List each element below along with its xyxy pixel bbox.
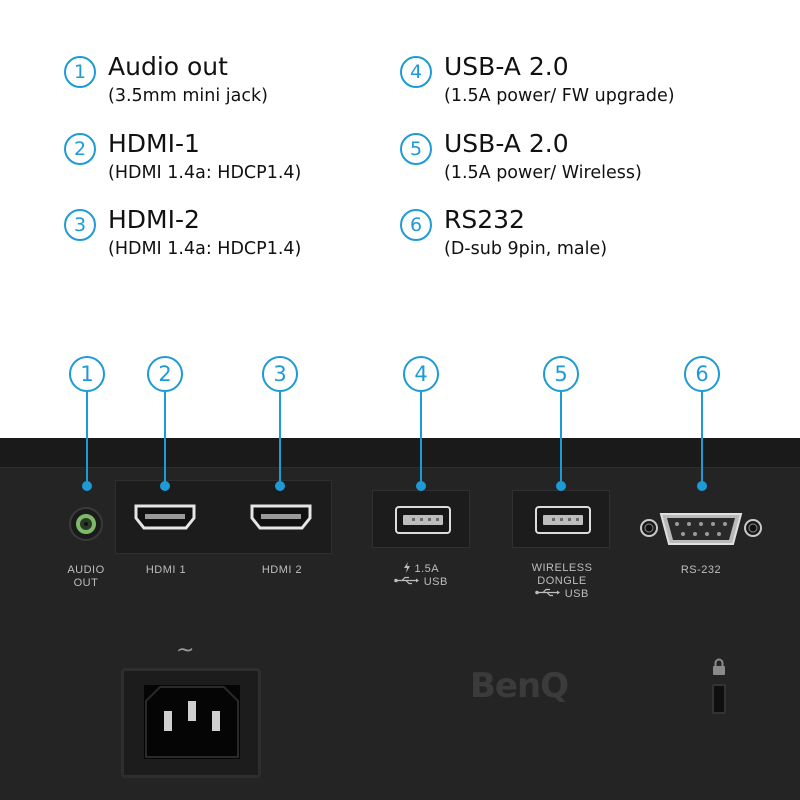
- callout-dot-6: [697, 481, 707, 491]
- usb2-label-line2: DONGLE: [537, 575, 587, 587]
- callout-5: 5: [543, 356, 579, 392]
- number-badge: 5: [400, 133, 432, 165]
- power-inlet-icon: [144, 685, 240, 759]
- number-badge: 1: [64, 56, 96, 88]
- usb2-label: WIRELESS DONGLE USB: [522, 562, 602, 601]
- usb1-current: 1.5A: [414, 563, 440, 575]
- audio-jack-ring: [76, 514, 96, 534]
- hdmi1-label: HDMI 1: [145, 564, 187, 576]
- hdmi-recess: [115, 480, 332, 554]
- usb-a-port: [535, 506, 591, 534]
- audio-label-line1: AUDIO: [67, 564, 105, 576]
- number-badge: 2: [64, 133, 96, 165]
- legend-title: USB-A 2.0: [444, 129, 569, 158]
- callout-dot-2: [160, 481, 170, 491]
- legend-subtitle: (HDMI 1.4a: HDCP1.4): [108, 239, 302, 259]
- lightning-icon: [403, 562, 410, 573]
- number-badge: 3: [64, 209, 96, 241]
- audio-out-label: AUDIO OUT: [56, 564, 116, 590]
- callout-line-4: [420, 392, 422, 485]
- rear-panel: AUDIO OUT HDMI 1 HDMI 2 1.5A USB: [0, 438, 800, 800]
- callout-3: 3: [262, 356, 298, 392]
- usb-icon: [535, 588, 561, 597]
- panel-rim: [0, 438, 800, 468]
- usb1-label: 1.5A USB: [386, 562, 456, 589]
- legend-title: USB-A 2.0: [444, 52, 569, 81]
- brand-logo: BenQ: [470, 666, 569, 706]
- number-badge: 6: [400, 209, 432, 241]
- legend-title: HDMI-2: [108, 205, 200, 234]
- callout-line-5: [560, 392, 562, 485]
- hdmi-port-icon: [250, 504, 312, 530]
- hdmi-port-icon: [134, 504, 196, 530]
- callout-6: 6: [684, 356, 720, 392]
- callout-dot-5: [556, 481, 566, 491]
- kensington-slot: [712, 684, 726, 714]
- usb2-usb-text: USB: [564, 588, 589, 600]
- legend-subtitle: (HDMI 1.4a: HDCP1.4): [108, 163, 302, 183]
- legend-title: RS232: [444, 205, 525, 234]
- callout-dot-4: [416, 481, 426, 491]
- callout-line-3: [279, 392, 281, 485]
- usb-a-port: [395, 506, 451, 534]
- legend-title: Audio out: [108, 52, 228, 81]
- callout-line-2: [164, 392, 166, 485]
- legend-subtitle: (1.5A power/ FW upgrade): [444, 86, 675, 106]
- usb-recess-1: [372, 490, 470, 548]
- lock-icon: [713, 658, 725, 675]
- legend-subtitle: (D-sub 9pin, male): [444, 239, 608, 259]
- callout-dot-3: [275, 481, 285, 491]
- audio-label-line2: OUT: [73, 577, 99, 589]
- callout-line-6: [701, 392, 703, 485]
- usb-icon: [394, 576, 420, 585]
- callout-line-1: [86, 392, 88, 485]
- power-inlet-frame: [121, 668, 261, 778]
- callout-1: 1: [69, 356, 105, 392]
- usb1-usb-text: USB: [423, 576, 448, 588]
- legend-title: HDMI-1: [108, 129, 200, 158]
- legend-subtitle: (3.5mm mini jack): [108, 86, 268, 106]
- d-sub-port-icon: [640, 513, 762, 545]
- callout-4: 4: [403, 356, 439, 392]
- usb-recess-2: [512, 490, 610, 548]
- audio-out-jack: [69, 507, 103, 541]
- legend-subtitle: (1.5A power/ Wireless): [444, 163, 642, 183]
- callout-dot-1: [82, 481, 92, 491]
- callout-2: 2: [147, 356, 183, 392]
- ac-symbol: ~: [176, 638, 195, 663]
- hdmi2-label: HDMI 2: [261, 564, 303, 576]
- rs232-label: RS-232: [680, 564, 722, 576]
- usb2-label-line1: WIRELESS: [531, 562, 593, 574]
- number-badge: 4: [400, 56, 432, 88]
